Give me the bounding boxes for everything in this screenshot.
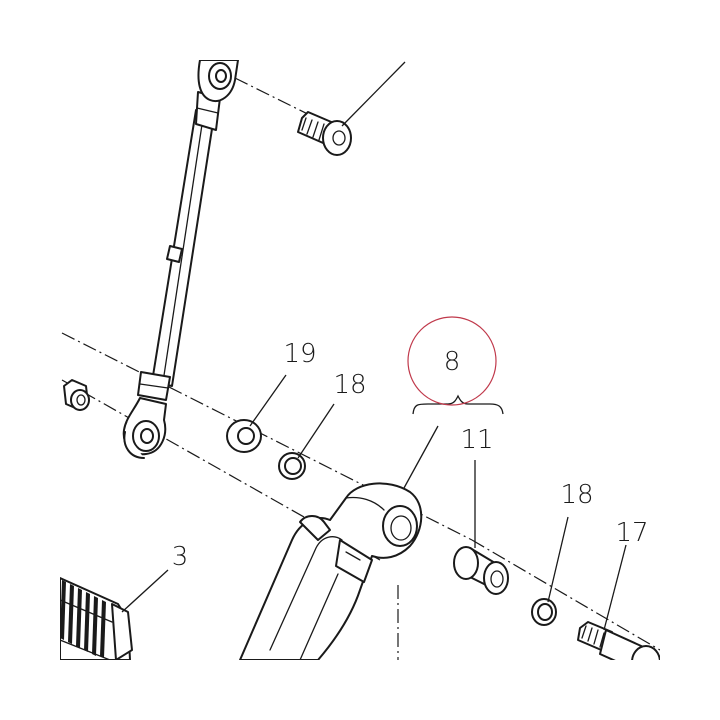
leader-lines [121,61,627,631]
pedal-lever-tab [335,539,373,583]
callout-18-upper: 18 [333,370,366,400]
axis-line-upper [61,332,473,541]
leader-17 [603,544,627,631]
leader-upper-bolt [341,61,406,127]
leader-3 [121,569,169,613]
upper-bolt [297,111,352,156]
o-ring-18-lower [531,598,557,626]
tie-rod [122,60,239,459]
callout-11: 11 [460,425,493,455]
pivot-bolt-head [631,645,660,660]
leader-19 [249,374,287,427]
axis-line-lower [61,379,381,561]
callout-18-lower: 18 [560,480,593,510]
pedal-lever-stud [299,515,331,541]
axis-line-upper-end [471,539,660,651]
washer-19 [226,419,262,453]
footrest-grip-teeth [60,580,106,658]
leader-18-lower [547,516,569,603]
bush-11-end [483,561,509,595]
leader-8 [403,425,439,489]
upper-bolt-head [322,120,352,156]
left-nut [63,379,90,411]
leader-18-upper [297,403,335,459]
callout-labels: 8 11 19 18 18 17 3 [172,339,649,572]
brace-8 [412,394,504,415]
tie-rod-flat [166,245,183,263]
o-ring-18-upper [278,452,306,480]
callout-8-highlight [407,316,497,406]
callout-3: 3 [172,542,189,572]
pedal-lever [239,482,423,660]
callout-19: 19 [283,339,316,369]
bush-11 [453,546,509,595]
pivot-bolt-17 [577,621,660,660]
callout-17: 17 [615,518,648,548]
callout-8: 8 [444,347,461,377]
footrest [60,577,133,660]
